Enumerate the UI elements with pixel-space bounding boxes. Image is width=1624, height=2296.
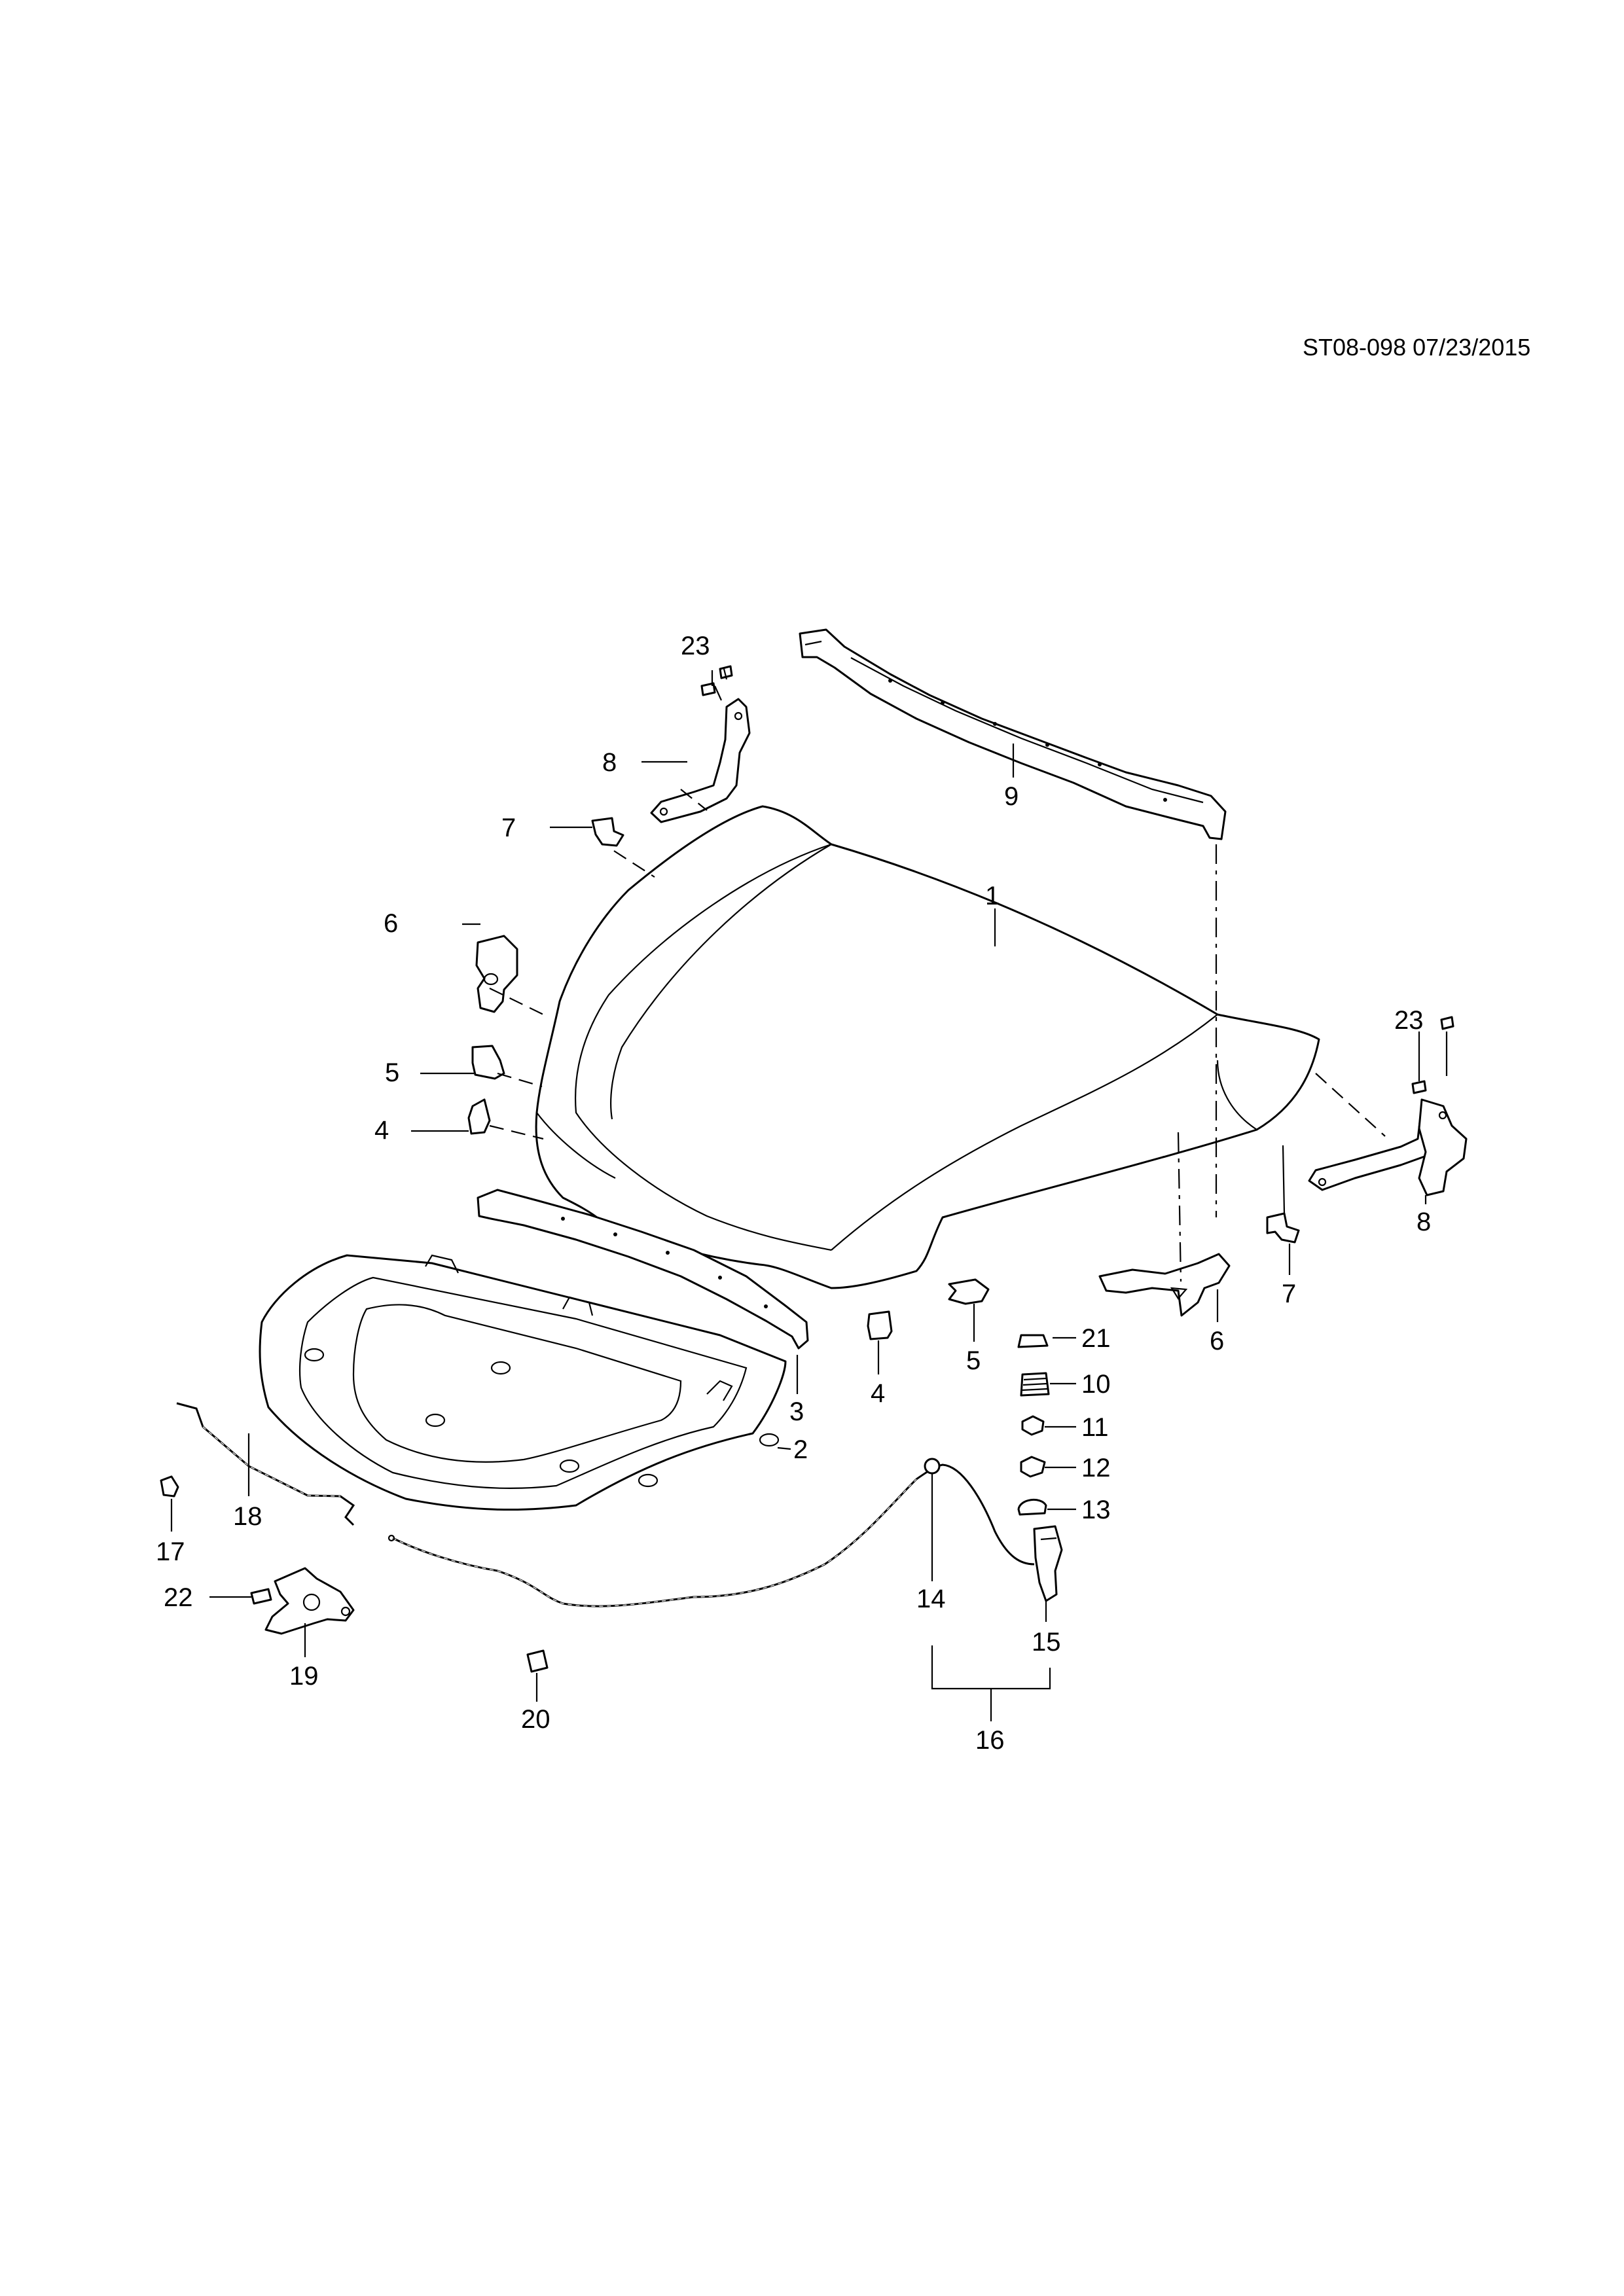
part-22-latch-bolt (250, 1588, 272, 1605)
callout-21: 21 (1081, 1324, 1111, 1353)
callout-18: 18 (233, 1502, 262, 1531)
callout-19: 19 (289, 1662, 319, 1691)
part-3-front-seal (477, 1189, 809, 1350)
callout-22: 22 (164, 1583, 193, 1612)
part-4-bumper-left (467, 1098, 491, 1135)
callout-4-right: 4 (871, 1379, 885, 1408)
part-11-nut (1021, 1415, 1045, 1436)
part-7-clip-right (1266, 1212, 1300, 1244)
part-21-plug (1017, 1334, 1049, 1348)
sheet-reference: ST08-098 07/23/2015 (1303, 334, 1531, 361)
part-4-bumper-right (867, 1310, 893, 1340)
callout-23-left: 23 (681, 632, 710, 660)
part-2-hood-insulator (259, 1254, 787, 1511)
leader-lines (170, 668, 1448, 1721)
assembly-lines (489, 789, 1386, 1282)
part-17-rod-clip (160, 1475, 179, 1498)
callout-20: 20 (521, 1705, 550, 1734)
callout-7-right: 7 (1282, 1280, 1296, 1308)
part-7-clip-left (591, 817, 624, 847)
part-8-hood-hinge-left (650, 698, 751, 823)
part-23-nuts-left (700, 665, 733, 696)
callout-10: 10 (1081, 1370, 1111, 1399)
callout-17: 17 (156, 1537, 185, 1566)
callout-8-left: 8 (602, 748, 617, 777)
part-1-hood-panel (535, 805, 1320, 1289)
part-6-hood-bracket-right (1098, 1253, 1231, 1317)
callout-6-right: 6 (1210, 1327, 1224, 1355)
callout-5-left: 5 (385, 1058, 399, 1087)
callout-13: 13 (1081, 1496, 1111, 1524)
callout-9: 9 (1004, 782, 1019, 811)
callout-15: 15 (1032, 1628, 1061, 1657)
callout-1: 1 (985, 882, 1000, 910)
callout-11: 11 (1081, 1413, 1109, 1442)
callout-2: 2 (793, 1435, 808, 1464)
part-12-screw (1020, 1456, 1046, 1478)
callout-4-left: 4 (374, 1116, 389, 1145)
part-5-bumper-bracket-right (948, 1278, 990, 1305)
callout-3: 3 (789, 1397, 804, 1426)
part-15-release-handle (1033, 1525, 1063, 1602)
part-8-hood-hinge-right (1308, 1098, 1468, 1196)
part-5-bumper-bracket-left (471, 1045, 505, 1080)
part-14-release-cable (388, 1458, 1035, 1607)
callout-16: 16 (975, 1726, 1005, 1755)
part-19-hood-latch (264, 1567, 355, 1635)
callout-14: 14 (916, 1585, 946, 1613)
callout-labels: 1 2 3 4 4 5 5 6 6 7 7 8 8 9 10 11 12 13 … (156, 632, 1431, 1755)
part-6-hood-bracket-left (475, 935, 518, 1013)
callout-12: 12 (1081, 1454, 1111, 1482)
part-23-nuts-right (1411, 1016, 1454, 1094)
part-10-grommet (1020, 1372, 1050, 1397)
callout-5-right: 5 (966, 1346, 981, 1375)
part-18-prop-rod (176, 1402, 355, 1526)
callout-23-right: 23 (1394, 1006, 1424, 1035)
callout-6-left: 6 (384, 909, 398, 938)
callout-7-left: 7 (501, 814, 516, 842)
part-9-hood-reinforcement (799, 628, 1227, 840)
part-13-cap (1017, 1498, 1047, 1516)
part-20-clip (526, 1649, 549, 1673)
callout-8-right: 8 (1416, 1208, 1431, 1236)
